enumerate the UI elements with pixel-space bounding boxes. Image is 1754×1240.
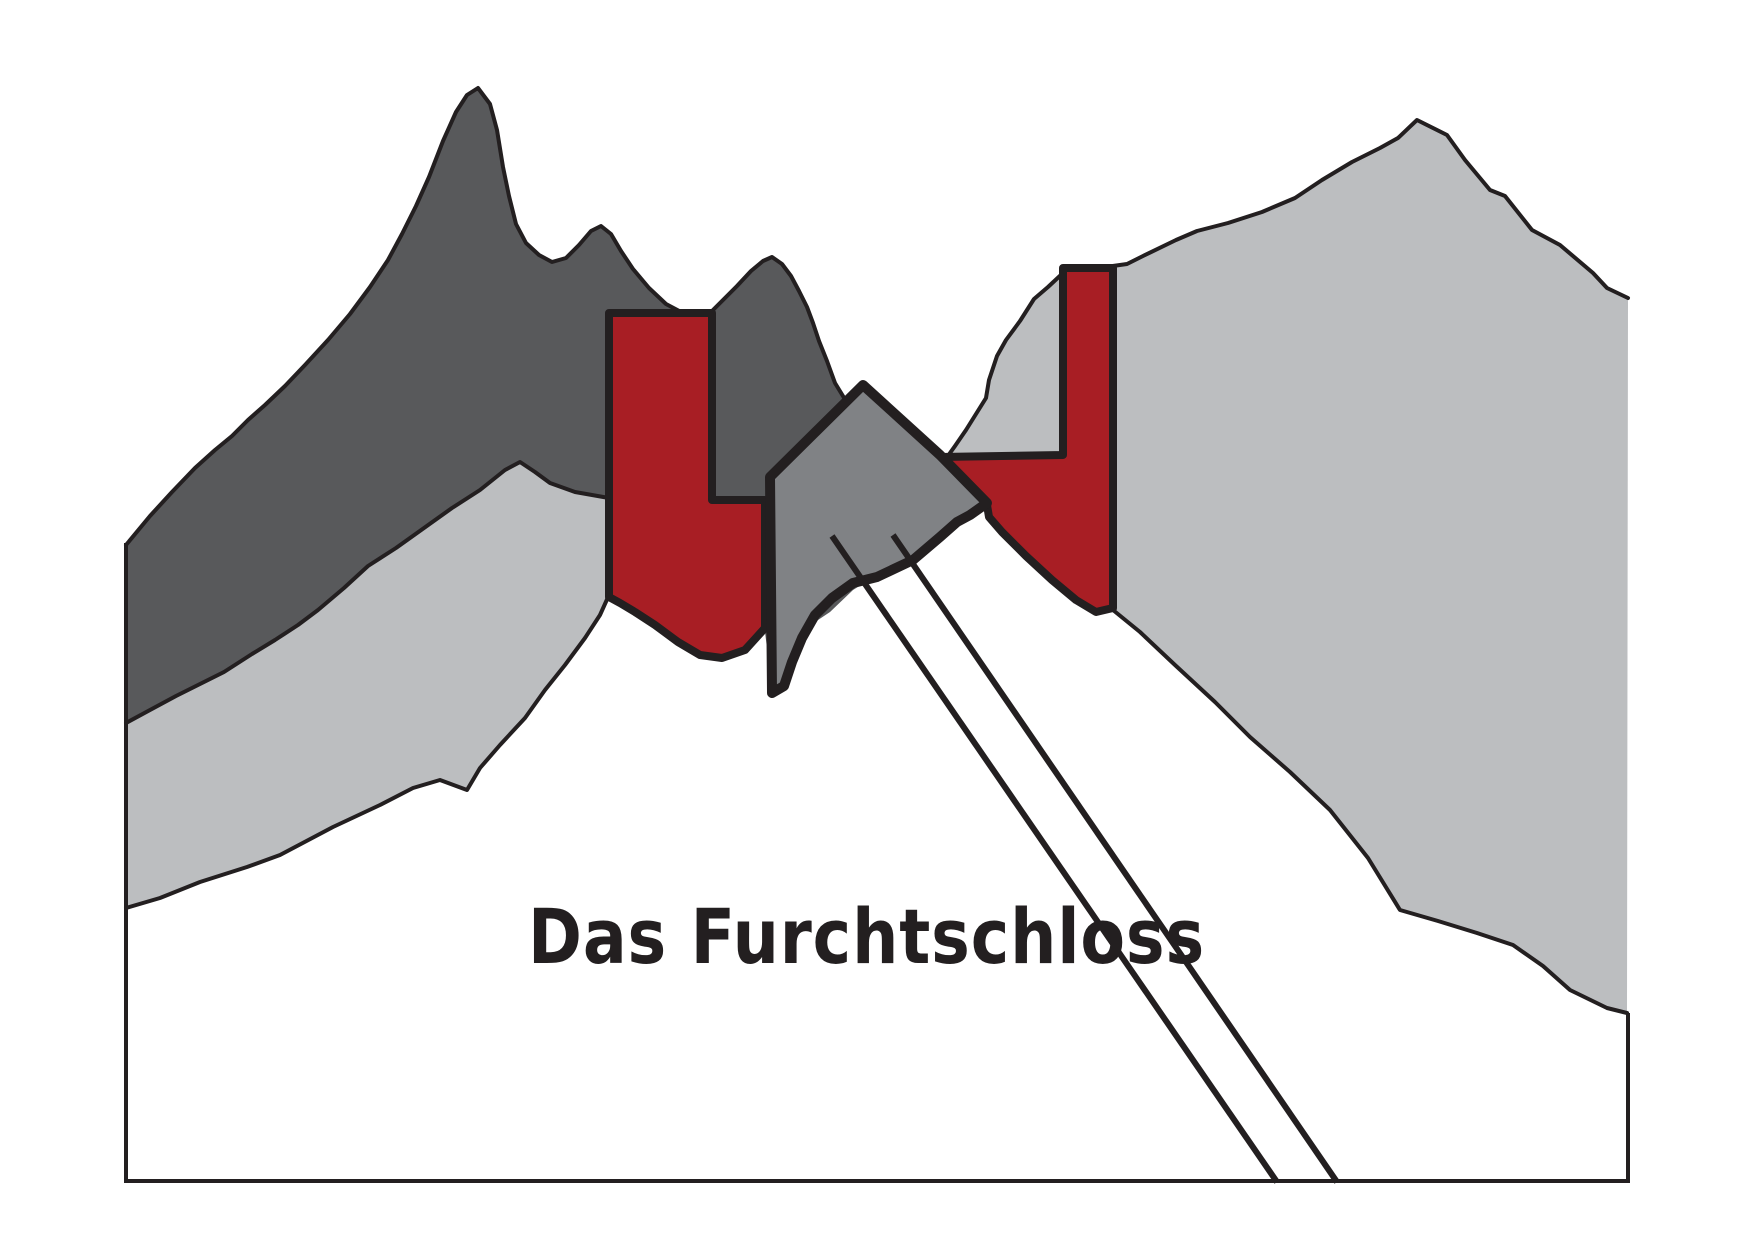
- left-mountain-outline: [124, 86, 860, 547]
- cable-line-1: [829, 534, 1280, 1184]
- title-label: Das Furchtschloss: [528, 892, 1205, 981]
- right-mountain-snowline-outline: [1111, 608, 1629, 1015]
- cable-line-2: [890, 533, 1340, 1184]
- left-foothill-outline: [124, 460, 611, 910]
- left-foothill-shape: [126, 462, 609, 908]
- castle-roof-shape: [765, 380, 992, 698]
- right-mountain-upper-outline: [943, 118, 1630, 462]
- castle-tower-left-shape: [605, 309, 769, 662]
- frame-border: [124, 543, 1630, 1183]
- snow-field-shape: [126, 492, 1628, 1181]
